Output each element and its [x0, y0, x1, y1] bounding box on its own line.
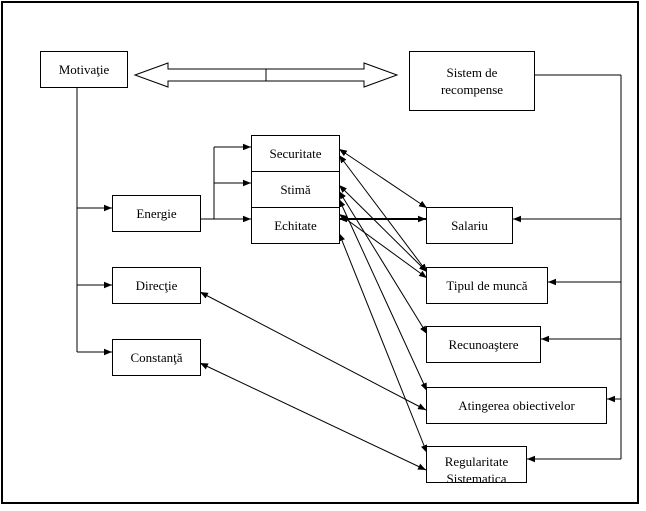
node-tipul-de-munca: Tipul de muncă — [426, 267, 548, 304]
node-directie: Direcţie — [112, 267, 201, 304]
node-securitate: Securitate — [251, 135, 340, 172]
node-constanta: Constanţă — [112, 339, 201, 376]
node-salariu: Salariu — [426, 207, 513, 244]
node-motivatie: Motivaţie — [40, 51, 128, 88]
node-regularitate: Regularitate Sistematica — [426, 446, 527, 483]
needs-reward-links — [338, 148, 428, 454]
motivation-branch-lines — [76, 87, 112, 356]
node-echitate: Echitate — [251, 207, 340, 244]
reward-system-bus-lines — [513, 74, 622, 463]
direction-constancy-links — [199, 291, 427, 471]
node-sistem-recompense: Sistem de recompense — [409, 51, 535, 111]
node-atingerea-obiectivelor: Atingerea obiectivelor — [426, 387, 607, 424]
energy-branch-lines — [200, 143, 251, 223]
node-stima: Stimă — [251, 171, 340, 208]
node-recunoastere: Recunoaştere — [426, 326, 541, 363]
node-energie: Energie — [112, 195, 201, 232]
